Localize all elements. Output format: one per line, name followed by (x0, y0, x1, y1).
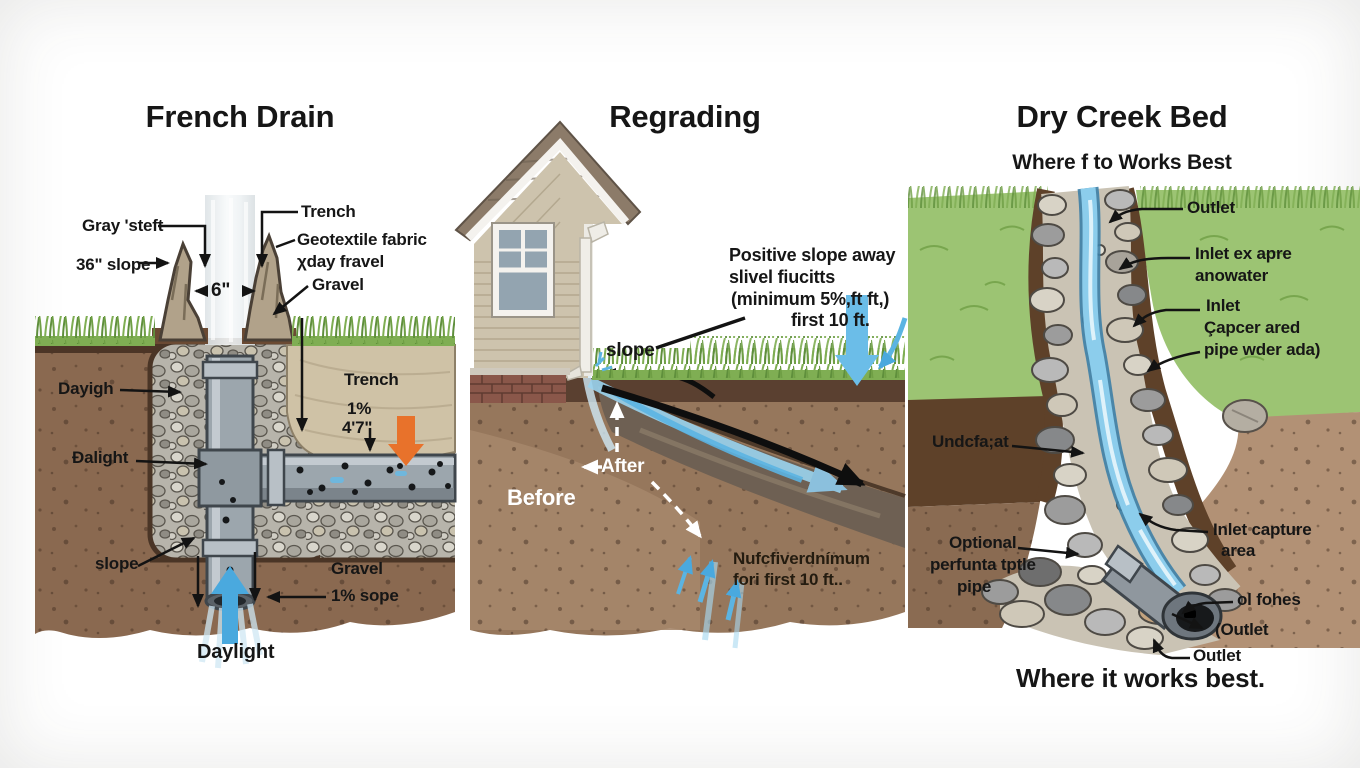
label-inlet2-2: Çapcer ared (1204, 318, 1301, 337)
label-36in-slope: 36" slope (76, 255, 151, 274)
label-note-1: Positive slope away (729, 245, 896, 265)
label-gray-steft: Gray 'steft (82, 216, 164, 235)
label-outlet-bottom: Outlet (1193, 646, 1241, 665)
perforated-pipe-vertical (197, 195, 263, 669)
panel-title-french-drain: French Drain (145, 99, 335, 134)
french-drain-illustration (35, 195, 457, 669)
label-6in: 6" (211, 280, 231, 301)
label-daylight: Daylight (197, 641, 275, 663)
label-inlet-capture-1: Inlet capture (1213, 520, 1312, 539)
label-gravel-top: Gravel (312, 275, 364, 294)
label-optional-2: perfunta tptle (930, 555, 1036, 574)
label-1-percent: 1% (347, 399, 372, 418)
label-min-slope-2: fori first 10 ft.. (733, 570, 843, 589)
panel-subtitle-dry-creek: Where f to Works Best (1012, 151, 1232, 174)
label-dalight: Ðalight (72, 448, 129, 467)
label-slope-low: slope (95, 554, 139, 573)
label-geotextile-2: χday fravel (297, 252, 384, 271)
label-inlet-ex-2: anowater (1195, 266, 1269, 285)
label-optional-1: Optional (949, 533, 1017, 552)
label-inlet-capture-2: area (1221, 541, 1256, 560)
panel-title-regrading: Regrading (609, 99, 761, 134)
dry-creek-leaders (1011, 207, 1234, 660)
label-underlayment: Undcfa;at (932, 432, 1009, 451)
perforated-pipe-horizontal (250, 448, 457, 507)
label-gravel-low: Gravel (331, 559, 383, 578)
label-ol-fohes: ol fohes (1237, 590, 1301, 609)
label-inlet2-3: pipe wder ada) (1204, 340, 1321, 359)
label-geotextile-1: Geotextile fabric (297, 230, 427, 249)
label-slope: slope (606, 340, 655, 361)
creek-rocks (981, 189, 1243, 650)
label-note-2: slivel fiucitts (729, 267, 836, 287)
label-before: Before (507, 485, 576, 510)
label-after: After (601, 456, 645, 477)
label-outlet-paren: (Outlet (1215, 620, 1269, 639)
label-note-4: first 10 ft. (791, 310, 870, 330)
house (454, 120, 642, 403)
label-4ft7: 4'7" (342, 418, 373, 437)
label-min-slope-1: Nufcfiverdnímum (733, 549, 870, 568)
outlet-pipe (1100, 544, 1223, 641)
dry-creek-illustration (908, 186, 1360, 660)
label-1pct-slope: 1% sope (331, 586, 399, 605)
label-trench-mid: Trench (344, 370, 399, 389)
orange-down-arrow (388, 416, 424, 466)
label-trench-top: Trench (301, 202, 356, 221)
label-dayigh: Dayigh (58, 379, 114, 398)
label-inlet-ex-1: Inlet ex apre (1195, 244, 1292, 263)
after-arrows (581, 401, 702, 539)
label-note-3: (minimum 5%,ft ft,) (731, 289, 890, 309)
label-works-best-caption: Where it works best. (1016, 663, 1265, 693)
water-flow-up-arrow (211, 566, 249, 644)
french-drain-leaders (119, 210, 376, 608)
regrading-illustration (454, 120, 908, 649)
note-leader-line (655, 316, 746, 350)
panel-title-dry-creek: Dry Creek Bed (1016, 99, 1228, 134)
label-inlet2-1: Inlet (1206, 296, 1240, 315)
label-optional-3: pipe (957, 577, 992, 596)
label-outlet-top: Outlet (1187, 198, 1235, 217)
rain-arrows (835, 295, 908, 386)
